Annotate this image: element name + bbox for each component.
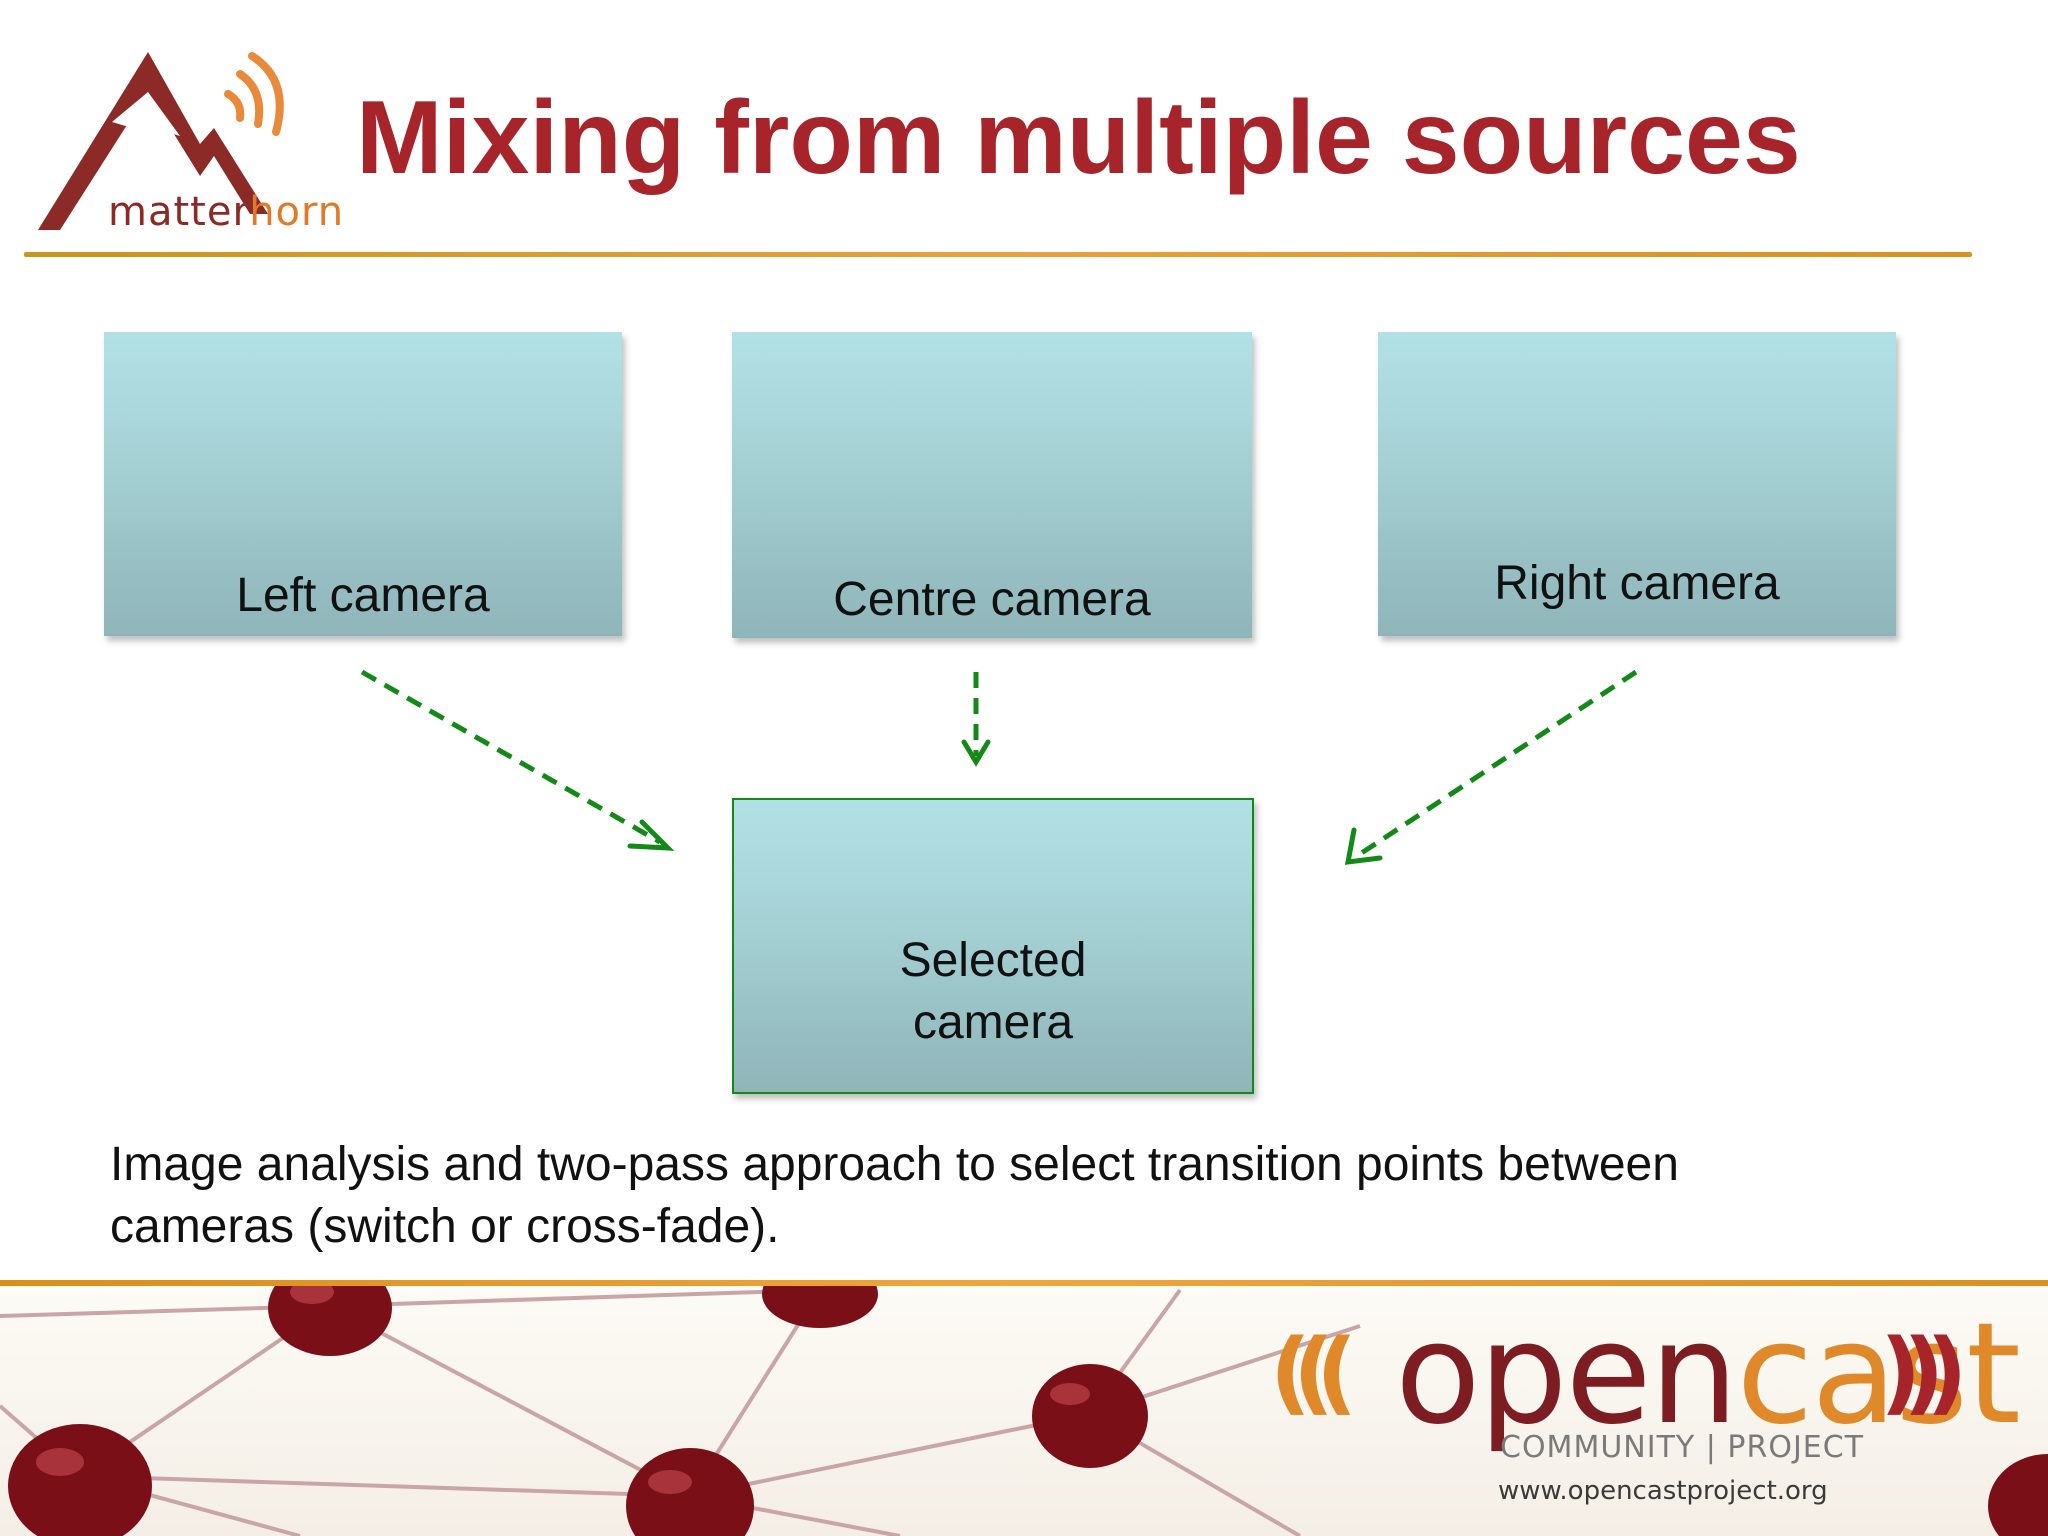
opencast-wordmark: opencast — [1395, 1293, 2021, 1456]
left-camera-label: Left camera — [236, 569, 490, 622]
footer-banner — [0, 1286, 2048, 1536]
left-camera-node: Left camera — [104, 332, 622, 636]
footer-divider — [0, 1280, 2048, 1286]
logo-wordmark: matterhorn — [108, 189, 345, 235]
mountain-icon — [38, 52, 284, 230]
matterhorn-logo: matterhorn — [28, 44, 343, 244]
caption: Image analysis and two-pass approach to … — [110, 1134, 1930, 1258]
arrow-right-to-selected — [1352, 669, 1638, 861]
right-camera-label: Right camera — [1494, 557, 1780, 610]
selected-camera-node: Selected camera — [732, 798, 1254, 1094]
title-divider — [24, 252, 1972, 257]
broadcast-left-icon: ((( — [1270, 1320, 1358, 1425]
opencast-subtitle: COMMUNITY | PROJECT — [1500, 1430, 1865, 1465]
caption-line-1: Image analysis and two-pass approach to … — [110, 1138, 1679, 1191]
selected-camera-label-line2: camera — [912, 996, 1074, 1049]
arrow-left-to-selected — [360, 669, 662, 845]
centre-camera-label: Centre camera — [833, 573, 1151, 626]
selected-camera-label-line1: Selected — [899, 934, 1087, 987]
arrowhead-centre — [961, 739, 991, 767]
arrowhead-left — [627, 819, 675, 851]
opencast-url: www.opencastproject.org — [1498, 1476, 1828, 1506]
centre-camera-node: Centre camera — [732, 332, 1252, 638]
arrowhead-right — [1344, 827, 1383, 865]
selected-camera-label: Selected camera — [734, 930, 1252, 1054]
caption-line-2: cameras (switch or cross-fade). — [110, 1200, 780, 1253]
page-title: Mixing from multiple sources — [356, 80, 1801, 196]
network-graphic — [0, 1286, 2048, 1536]
broadcast-right-icon: ))) — [1880, 1320, 1968, 1425]
opencast-logo: ((( opencast ))) COMMUNITY | PROJECT www… — [1270, 1300, 2021, 1536]
right-camera-node: Right camera — [1378, 332, 1896, 636]
